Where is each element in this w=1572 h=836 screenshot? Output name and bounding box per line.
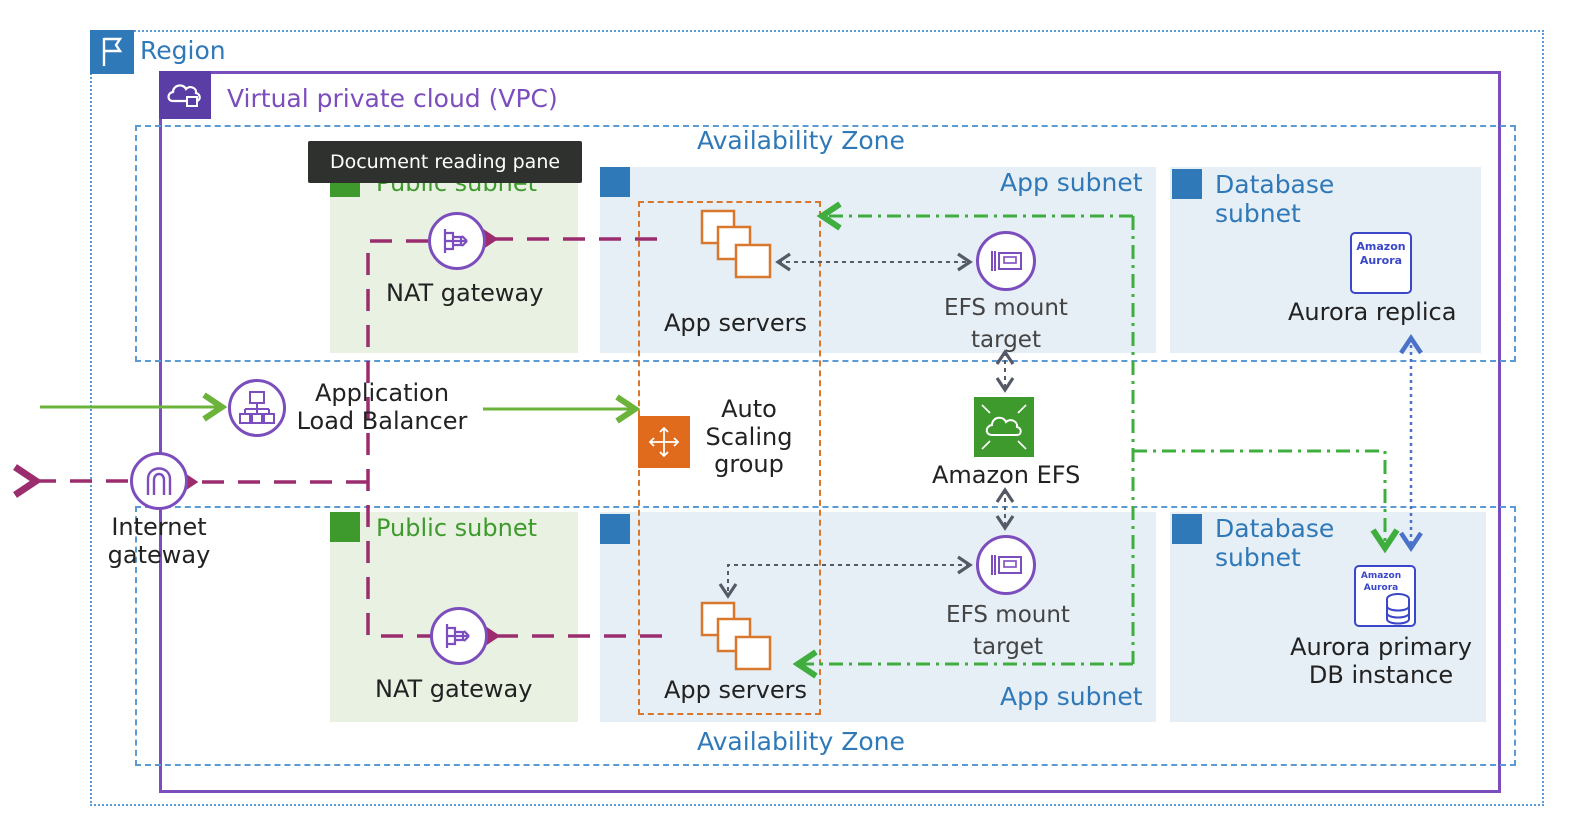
app-servers-bottom-label: App servers (664, 676, 807, 704)
auto-scaling-group-label: Auto Scaling group (705, 395, 793, 479)
db-subnet-bottom (1170, 512, 1486, 722)
aurora-badge-text: Amazon Aurora (1360, 571, 1402, 593)
nat-gateway-top-label: NAT gateway (386, 279, 544, 307)
app-subnet-bottom-label: App subnet (1000, 682, 1143, 711)
internet-gateway-label: Internet gateway (107, 513, 211, 569)
lock-icon (1172, 169, 1202, 199)
aurora-db-icon: Amazon Aurora (1354, 565, 1416, 627)
amazon-efs-icon (974, 397, 1034, 457)
database-icon (1386, 593, 1410, 625)
public-subnet-bottom-label: Public subnet (376, 514, 537, 542)
nat-gateway-icon (428, 212, 486, 270)
app-subnet-bottom (600, 512, 1156, 722)
nat-gateway-bottom-label: NAT gateway (375, 675, 533, 703)
alb-label: Application Load Balancer (296, 379, 468, 435)
aurora-primary-label: Aurora primary DB instance (1290, 633, 1472, 689)
db-subnet-top (1170, 167, 1481, 353)
vpc-cloud-icon (159, 71, 211, 119)
region-boundary (90, 30, 1544, 806)
efs-mount-target-icon (976, 535, 1036, 595)
lock-icon (600, 514, 630, 544)
region-flag-icon (90, 30, 134, 74)
az-bottom-label: Availability Zone (697, 727, 905, 756)
auto-scaling-icon (638, 416, 690, 468)
lock-icon (1172, 514, 1202, 544)
region-label: Region (140, 36, 226, 65)
db-subnet-top-label: Database subnet (1215, 170, 1335, 228)
availability-zone-bottom (135, 506, 1516, 766)
aurora-icon: Amazon Aurora (1350, 232, 1412, 294)
lock-icon (330, 512, 360, 542)
app-servers-top-label: App servers (664, 309, 807, 337)
app-servers-icon (700, 209, 774, 279)
efs-mount-target-top-label: EFS mount target (944, 295, 1068, 354)
az-top-label: Availability Zone (697, 126, 905, 155)
vpc-label: Virtual private cloud (VPC) (227, 84, 558, 113)
vpc-boundary (159, 71, 1501, 793)
availability-zone-top (135, 125, 1516, 362)
aurora-replica-label: Aurora replica (1288, 298, 1457, 326)
load-balancer-icon (228, 379, 286, 437)
app-subnet-top-label: App subnet (1000, 168, 1143, 197)
db-subnet-bottom-label: Database subnet (1215, 514, 1335, 572)
nat-gateway-icon (430, 607, 488, 665)
amazon-efs-label: Amazon EFS (932, 461, 1081, 489)
internet-gateway-icon (130, 452, 188, 510)
efs-mount-target-icon (976, 231, 1036, 291)
efs-mount-target-bottom-label: EFS mount target (946, 602, 1070, 661)
lock-icon (600, 167, 630, 197)
tooltip: Document reading pane (308, 141, 582, 183)
app-servers-icon (700, 601, 774, 671)
aurora-badge-text: Amazon Aurora (1356, 240, 1406, 268)
